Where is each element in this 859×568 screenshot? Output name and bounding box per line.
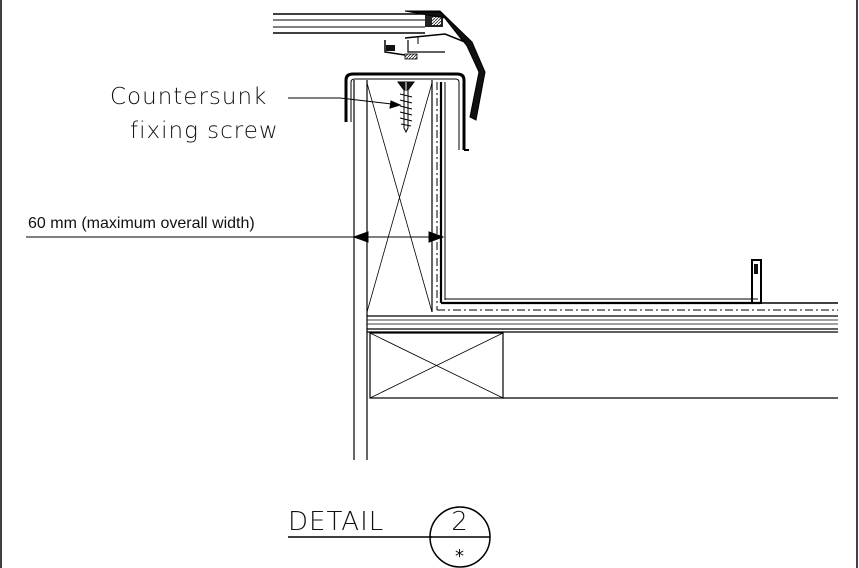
glazing-bar-assembly (273, 10, 486, 121)
membrane-layers (436, 82, 838, 311)
roof-deck-layers (367, 315, 838, 333)
upstand-kerb (751, 259, 762, 304)
width-dimension-line (26, 231, 445, 243)
detail-number: 2 (451, 507, 469, 537)
screw-leader (288, 97, 402, 109)
detail-tag: DETAIL 2 * (288, 506, 491, 568)
detail-label: DETAIL (288, 507, 384, 537)
timber-upstand (353, 80, 433, 460)
width-note: 60 mm (maximum overall width) (28, 215, 255, 232)
screw-label-line1: Countersunk (110, 84, 267, 110)
roof-joist (369, 332, 838, 399)
capping-flashing (344, 72, 469, 151)
countersunk-screw-icon (397, 81, 415, 134)
detail-sheet: * (455, 546, 465, 567)
screw-label-line2: fixing screw (130, 118, 279, 144)
